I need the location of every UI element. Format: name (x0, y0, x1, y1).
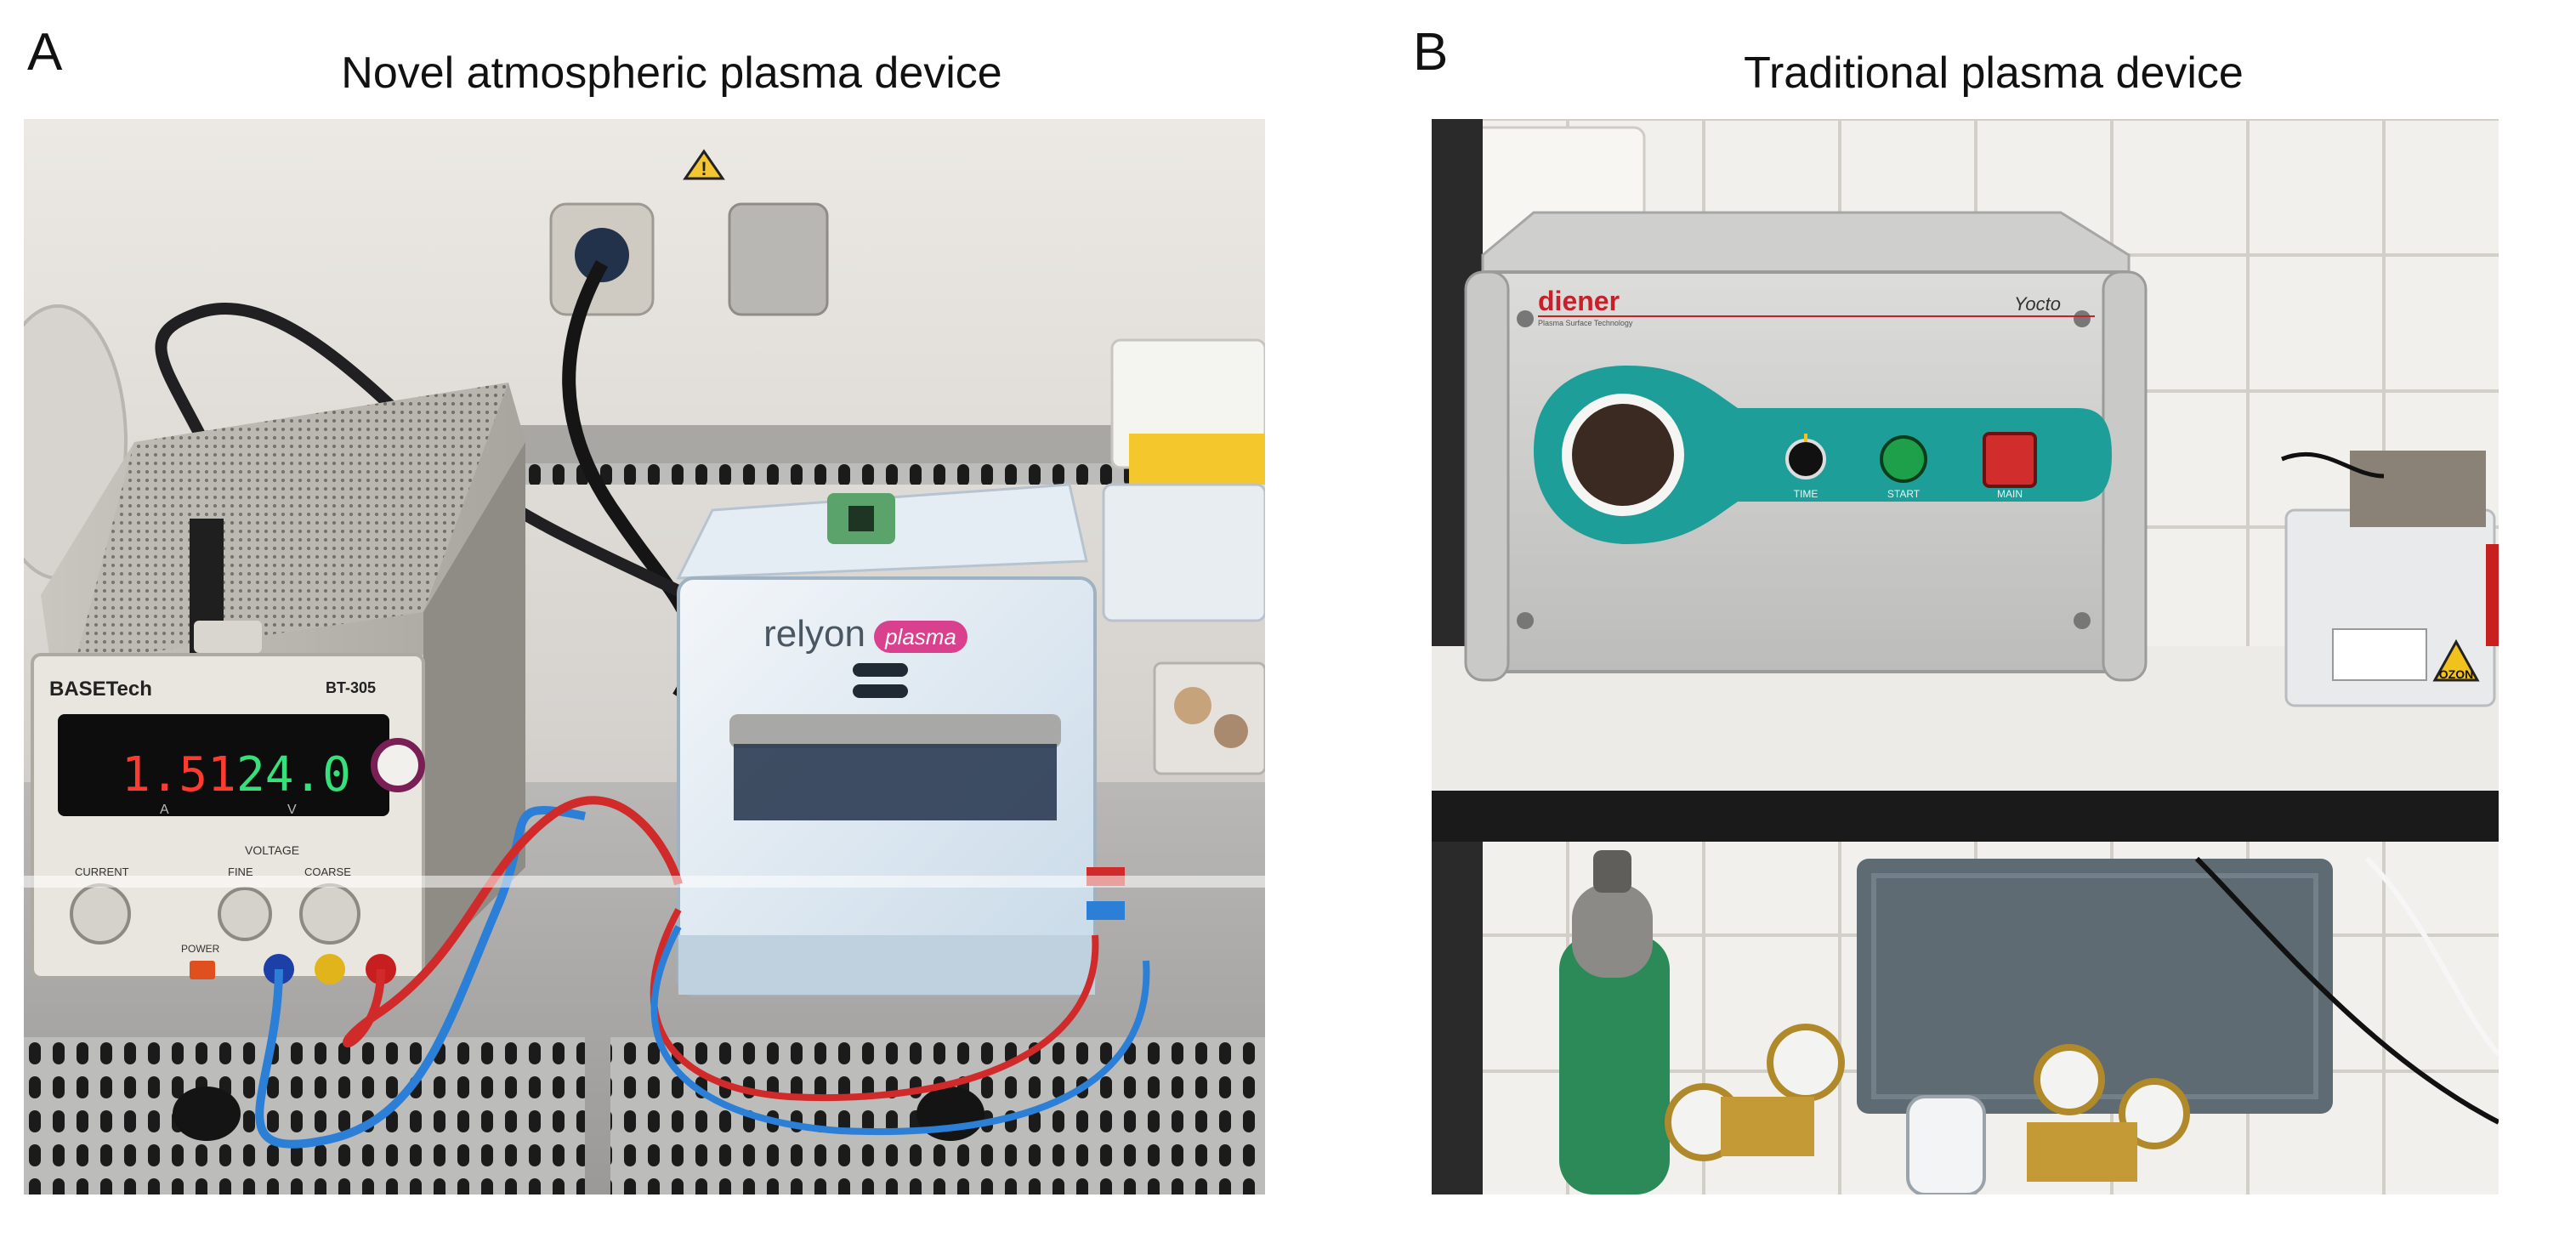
fine-knob[interactable] (218, 887, 272, 941)
photo-b-drawing: OZON diener Plasma Surface Technology Yo… (1432, 119, 2499, 1194)
knob-label-coarse: COARSE (304, 865, 351, 878)
time-knob[interactable] (1785, 439, 1826, 479)
sample-card (1153, 661, 1265, 775)
vacuum-pump (1857, 859, 2333, 1114)
start-button[interactable] (1880, 435, 1927, 483)
relyon-badge: plasma (884, 624, 956, 650)
current-unit: A (160, 803, 169, 817)
pipette-box-bottom (1102, 483, 1265, 622)
power-switch[interactable] (190, 961, 215, 979)
pressure-gauge (2034, 1044, 2105, 1115)
voltage-unit: V (287, 803, 297, 817)
diener-brand: diener (1538, 286, 1620, 316)
regulators (1665, 1024, 2190, 1194)
screw-icon (2074, 310, 2091, 327)
power-supply: BASETech BT-305 1.51 24.0 A V VOLTAGE CU… (31, 383, 525, 984)
shelf-edge (1432, 791, 2499, 842)
screw-icon (1517, 310, 1534, 327)
coarse-knob[interactable] (299, 883, 360, 945)
knob-label-fine: FINE (228, 865, 253, 878)
main-switch[interactable] (1983, 432, 2037, 488)
photo-traditional-plasma-device: OZON diener Plasma Surface Technology Yo… (1432, 119, 2499, 1194)
svg-text:!: ! (701, 158, 706, 179)
voltage-readout: 24.0 (236, 747, 351, 803)
diener-subtitle: Plasma Surface Technology (1538, 319, 1633, 327)
panel-title-b: Traditional plasma device (1744, 48, 2244, 98)
panel-a: A Novel atmospheric plasma device (24, 23, 1265, 1194)
current-readout: 1.51 (122, 747, 236, 803)
screw-icon (2074, 612, 2091, 629)
panel-letter-b: B (1413, 23, 1449, 82)
warning-icon (683, 149, 725, 180)
pressure-gauge (1767, 1024, 1845, 1102)
screw-icon (1517, 612, 1534, 629)
knob-label-current: CURRENT (75, 865, 129, 878)
pressure-gauge (2119, 1078, 2190, 1149)
wall-socket-right (728, 202, 829, 316)
gas-cylinder (1559, 935, 1670, 1194)
panel-letter-a: A (27, 23, 63, 82)
main-label: MAIN (1997, 488, 2023, 500)
relyon-brand: relyon (763, 613, 865, 655)
bench-grille-left (24, 1037, 585, 1194)
voltage-label: VOLTAGE (245, 843, 299, 857)
yellow-terminal (315, 954, 345, 984)
power-label: POWER (181, 943, 220, 955)
ozone-label: OZON (2439, 667, 2473, 681)
psu-brand: BASETech (49, 678, 152, 701)
photo-a-drawing: ! (24, 119, 1265, 1194)
psu-model: BT-305 (326, 679, 376, 696)
panel-b: B Traditional plasma device (1411, 0, 2576, 1237)
device-model: Yocto (2014, 293, 2061, 315)
time-label: TIME (1794, 488, 1819, 500)
relyon-plasma-unit: relyon plasma (676, 483, 1097, 996)
start-label: START (1887, 488, 1921, 500)
photo-novel-plasma-device: ! (24, 119, 1265, 1194)
current-knob[interactable] (70, 883, 131, 945)
psu-display (58, 714, 389, 816)
diener-yocto-device: diener Plasma Surface Technology Yocto T… (1464, 211, 2148, 682)
secondary-device: OZON (2281, 451, 2499, 707)
panel-title-a: Novel atmospheric plasma device (341, 48, 1002, 98)
